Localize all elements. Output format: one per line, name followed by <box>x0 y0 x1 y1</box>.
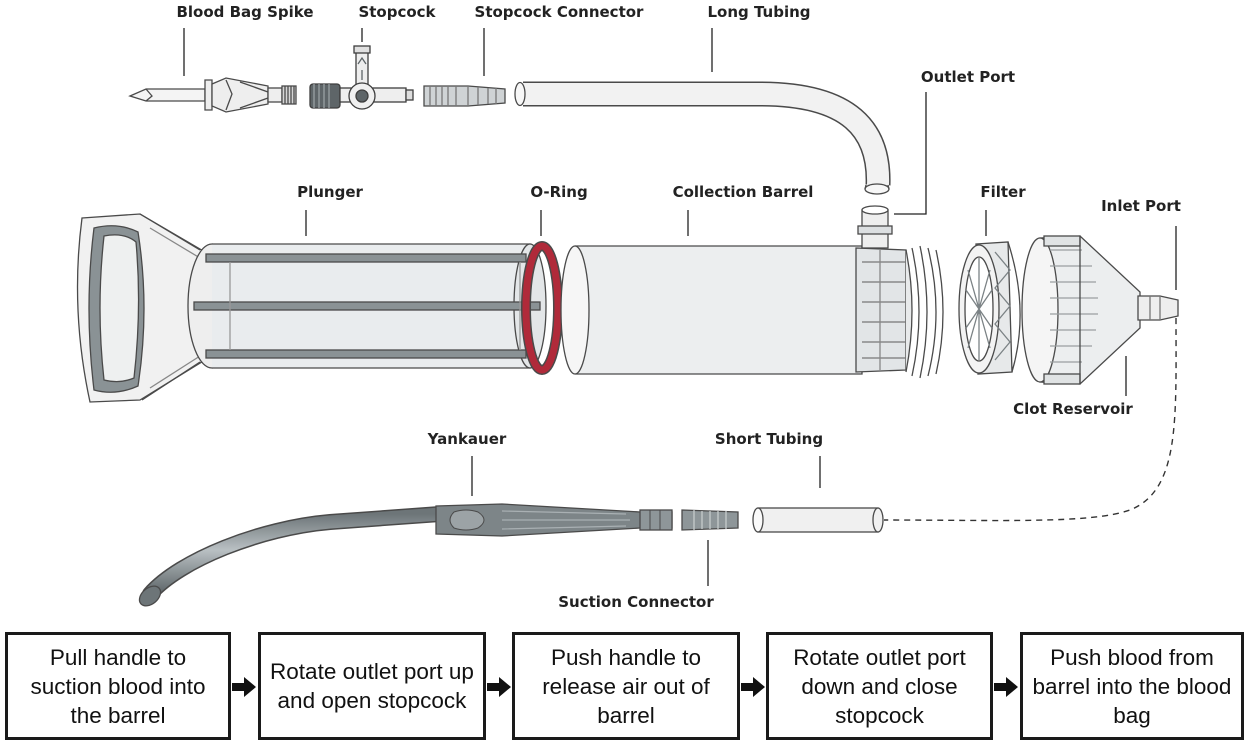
arrow-right-icon <box>487 677 511 697</box>
arrow-right-icon <box>741 677 765 697</box>
step-3-text: Push handle to release air out of barrel <box>542 644 710 728</box>
step-1-text: Pull handle to suction blood into the ba… <box>30 644 206 728</box>
step-5-box: Push blood from barrel into the blood ba… <box>1020 632 1244 740</box>
label-plunger: Plunger <box>297 183 363 201</box>
blood-bag-spike <box>128 77 297 113</box>
suction-connector <box>681 509 739 531</box>
collection-barrel <box>560 205 944 379</box>
label-stopcock-connector: Stopcock Connector <box>475 3 645 21</box>
inlet-port <box>1137 295 1179 321</box>
leader-lines <box>183 28 1177 586</box>
label-blood-bag-spike: Blood Bag Spike <box>176 3 313 21</box>
label-short-tubing: Short Tubing <box>715 430 823 448</box>
label-outlet-port: Outlet Port <box>921 68 1015 86</box>
label-inlet-port: Inlet Port <box>1101 197 1181 215</box>
step-4-box: Rotate outlet port down and close stopco… <box>766 632 993 740</box>
step-3-box: Push handle to release air out of barrel <box>512 632 740 740</box>
filter <box>958 241 1021 375</box>
arrow-right-icon <box>994 677 1018 697</box>
yankauer <box>138 503 673 607</box>
label-collection-barrel: Collection Barrel <box>673 183 814 201</box>
label-o-ring: O-Ring <box>530 183 587 201</box>
connection-dashed-line <box>883 317 1177 522</box>
step-2-text: Rotate outlet port up and open stopcock <box>270 659 474 713</box>
label-yankauer: Yankauer <box>427 430 507 448</box>
o-ring <box>521 241 563 375</box>
long-tubing <box>514 81 891 195</box>
stopcock-connector <box>423 85 506 107</box>
label-clot-reservoir: Clot Reservoir <box>1013 400 1133 418</box>
step-5-text: Push blood from barrel into the blood ba… <box>1032 644 1232 728</box>
label-suction-connector: Suction Connector <box>558 593 714 611</box>
label-filter: Filter <box>980 183 1026 201</box>
step-4-text: Rotate outlet port down and close stopco… <box>793 644 966 728</box>
label-stopcock: Stopcock <box>358 3 436 21</box>
stopcock <box>309 45 414 110</box>
arrow-right-icon <box>232 677 256 697</box>
clot-reservoir <box>1021 235 1141 385</box>
short-tubing <box>752 507 884 533</box>
step-2-box: Rotate outlet port up and open stopcock <box>258 632 486 740</box>
step-1-box: Pull handle to suction blood into the ba… <box>5 632 231 740</box>
plunger <box>76 213 547 403</box>
label-long-tubing: Long Tubing <box>707 3 810 21</box>
